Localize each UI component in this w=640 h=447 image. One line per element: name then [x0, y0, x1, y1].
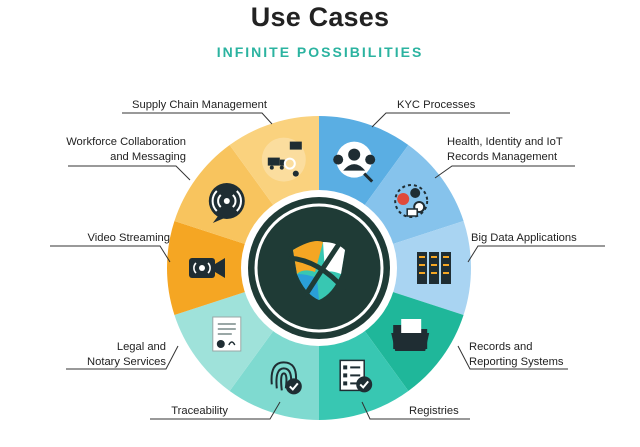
use-case-label-line: Records Management	[447, 151, 558, 163]
leader-line	[434, 165, 575, 179]
use-case-label: KYC Processes	[397, 98, 475, 113]
use-case-label: Registries	[409, 404, 459, 419]
shield-logo-icon	[288, 241, 347, 300]
page-title: Use Cases	[250, 2, 390, 32]
use-case-label-line: and Messaging	[110, 151, 186, 163]
iot-health-icon	[394, 184, 429, 218]
use-case-label-line: KYC Processes	[397, 99, 476, 111]
use-case-label-line: Registries	[409, 405, 459, 417]
video-camera-icon	[189, 258, 225, 278]
use-case-label-line: Traceability	[171, 405, 228, 417]
leader-line	[50, 245, 171, 263]
leader-line	[68, 165, 191, 181]
use-case-label: Supply Chain Management	[132, 98, 267, 113]
use-case-label: Big Data Applications	[471, 231, 577, 246]
page-subtitle: INFINITE POSSIBILITIES	[216, 44, 424, 60]
messaging-icon	[208, 183, 245, 223]
checklist-icon	[339, 359, 373, 393]
use-case-label-line: Supply Chain Management	[132, 99, 267, 111]
hub-ring	[254, 203, 384, 333]
leader-line	[122, 112, 273, 125]
use-case-label-line: Records and	[469, 341, 533, 353]
use-case-label-line: Reporting Systems	[469, 356, 564, 368]
use-case-label-line: Legal and	[116, 341, 166, 353]
leader-line	[150, 401, 281, 420]
leader-line	[361, 401, 470, 420]
use-case-label-line: Notary Services	[87, 356, 166, 368]
leader-line	[66, 345, 179, 370]
use-case-label: Workforce Collaboration and Messaging	[66, 135, 186, 165]
leader-line	[457, 345, 568, 370]
leader-line	[371, 112, 510, 128]
use-case-label: Video Streaming	[87, 231, 170, 246]
folder-icon	[391, 319, 430, 351]
leader-lines	[50, 112, 605, 420]
use-case-label-line: Big Data Applications	[471, 232, 577, 244]
kyc-icon	[333, 141, 376, 183]
supply-chain-icon	[261, 137, 306, 182]
use-case-label-line: Video Streaming	[87, 232, 170, 244]
use-case-label: Traceability	[171, 404, 228, 419]
legal-document-icon	[212, 316, 242, 352]
use-case-label-line: Workforce Collaboration	[66, 136, 186, 148]
use-case-label-line: Health, Identity and IoT	[447, 136, 563, 148]
leader-line	[467, 245, 605, 263]
use-case-label: Health, Identity and IoT Records Manageme…	[447, 135, 563, 165]
server-icon	[417, 252, 451, 284]
fingerprint-icon	[270, 361, 302, 395]
